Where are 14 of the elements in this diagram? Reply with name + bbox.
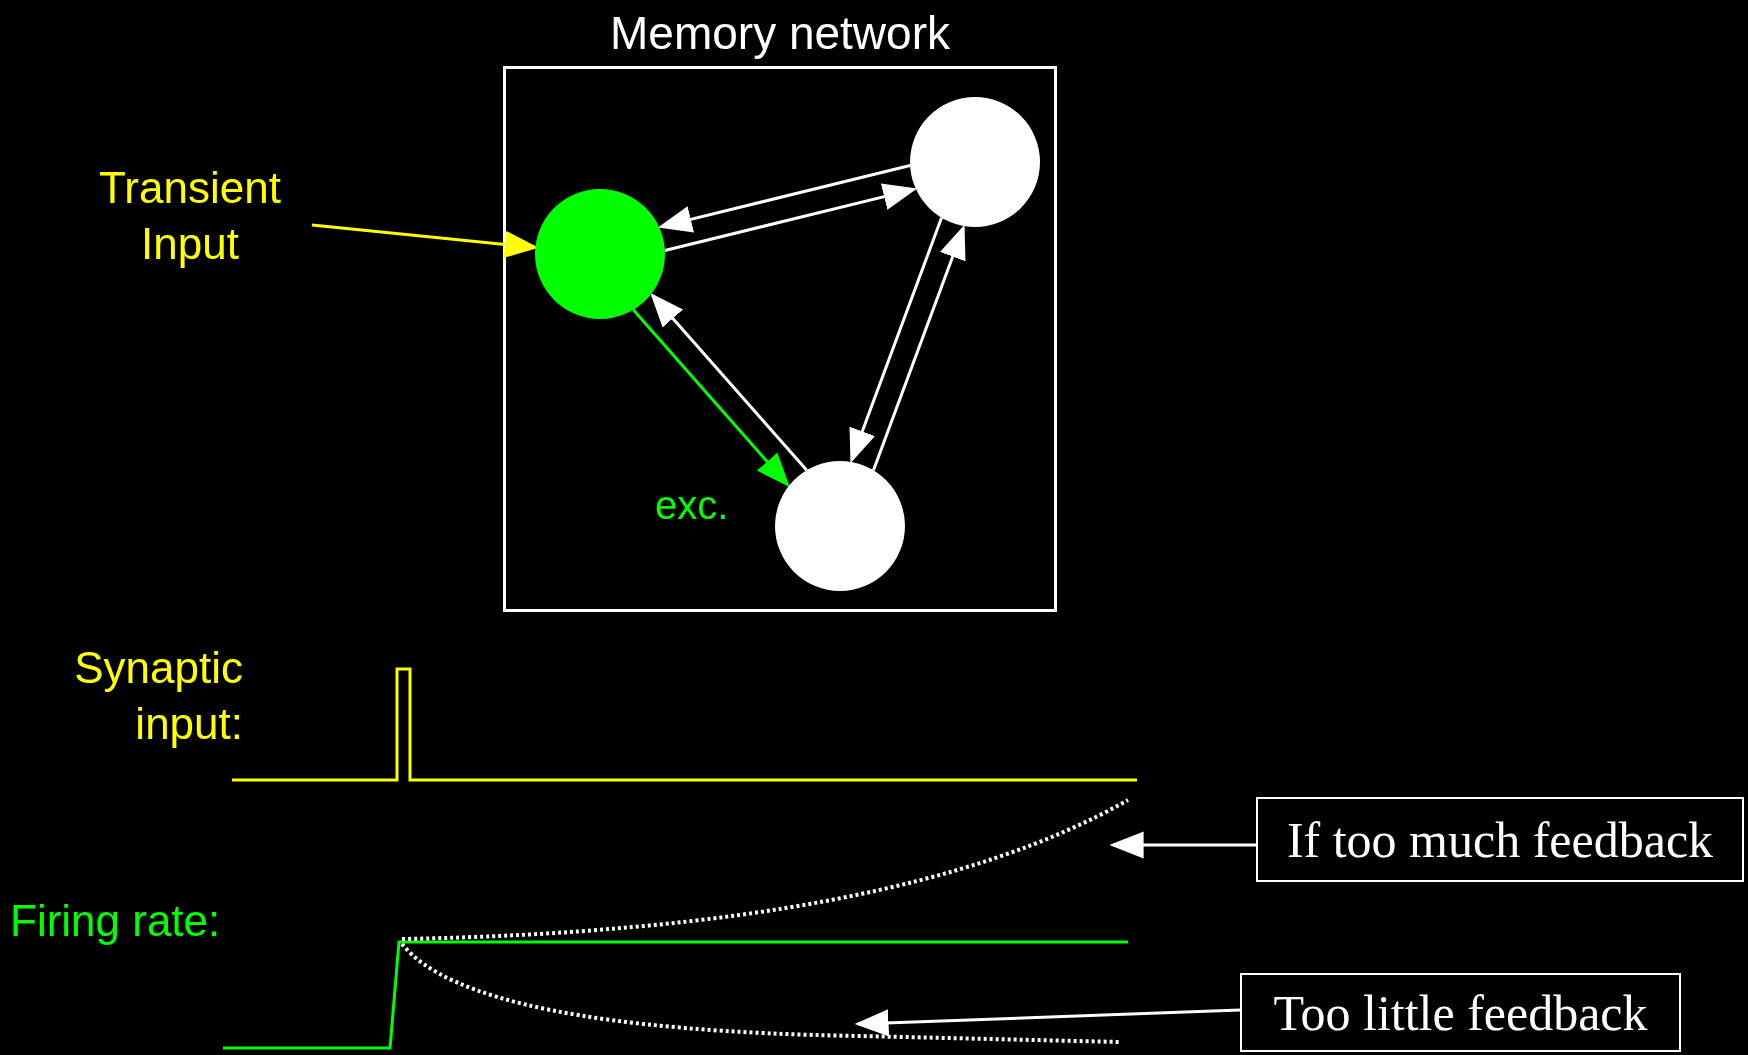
synapse-arrow bbox=[657, 164, 911, 233]
synapse-arrow bbox=[849, 217, 943, 464]
synapse-arrow bbox=[650, 292, 808, 472]
leader-line bbox=[854, 1008, 1241, 1037]
frame-title: Memory network bbox=[609, 6, 951, 60]
trace-label: Firing rate: bbox=[10, 895, 222, 947]
synapse-arrow bbox=[632, 308, 790, 488]
annotation-box: Too little feedback bbox=[1240, 973, 1681, 1052]
leader-line bbox=[1109, 831, 1256, 859]
input-label: Transient Input bbox=[80, 160, 300, 272]
trace-label: Synaptic input: bbox=[73, 642, 243, 750]
synapse-arrow bbox=[872, 224, 966, 471]
annotation-box: If too much feedback bbox=[1256, 797, 1744, 882]
synapse-arrow bbox=[664, 183, 918, 252]
